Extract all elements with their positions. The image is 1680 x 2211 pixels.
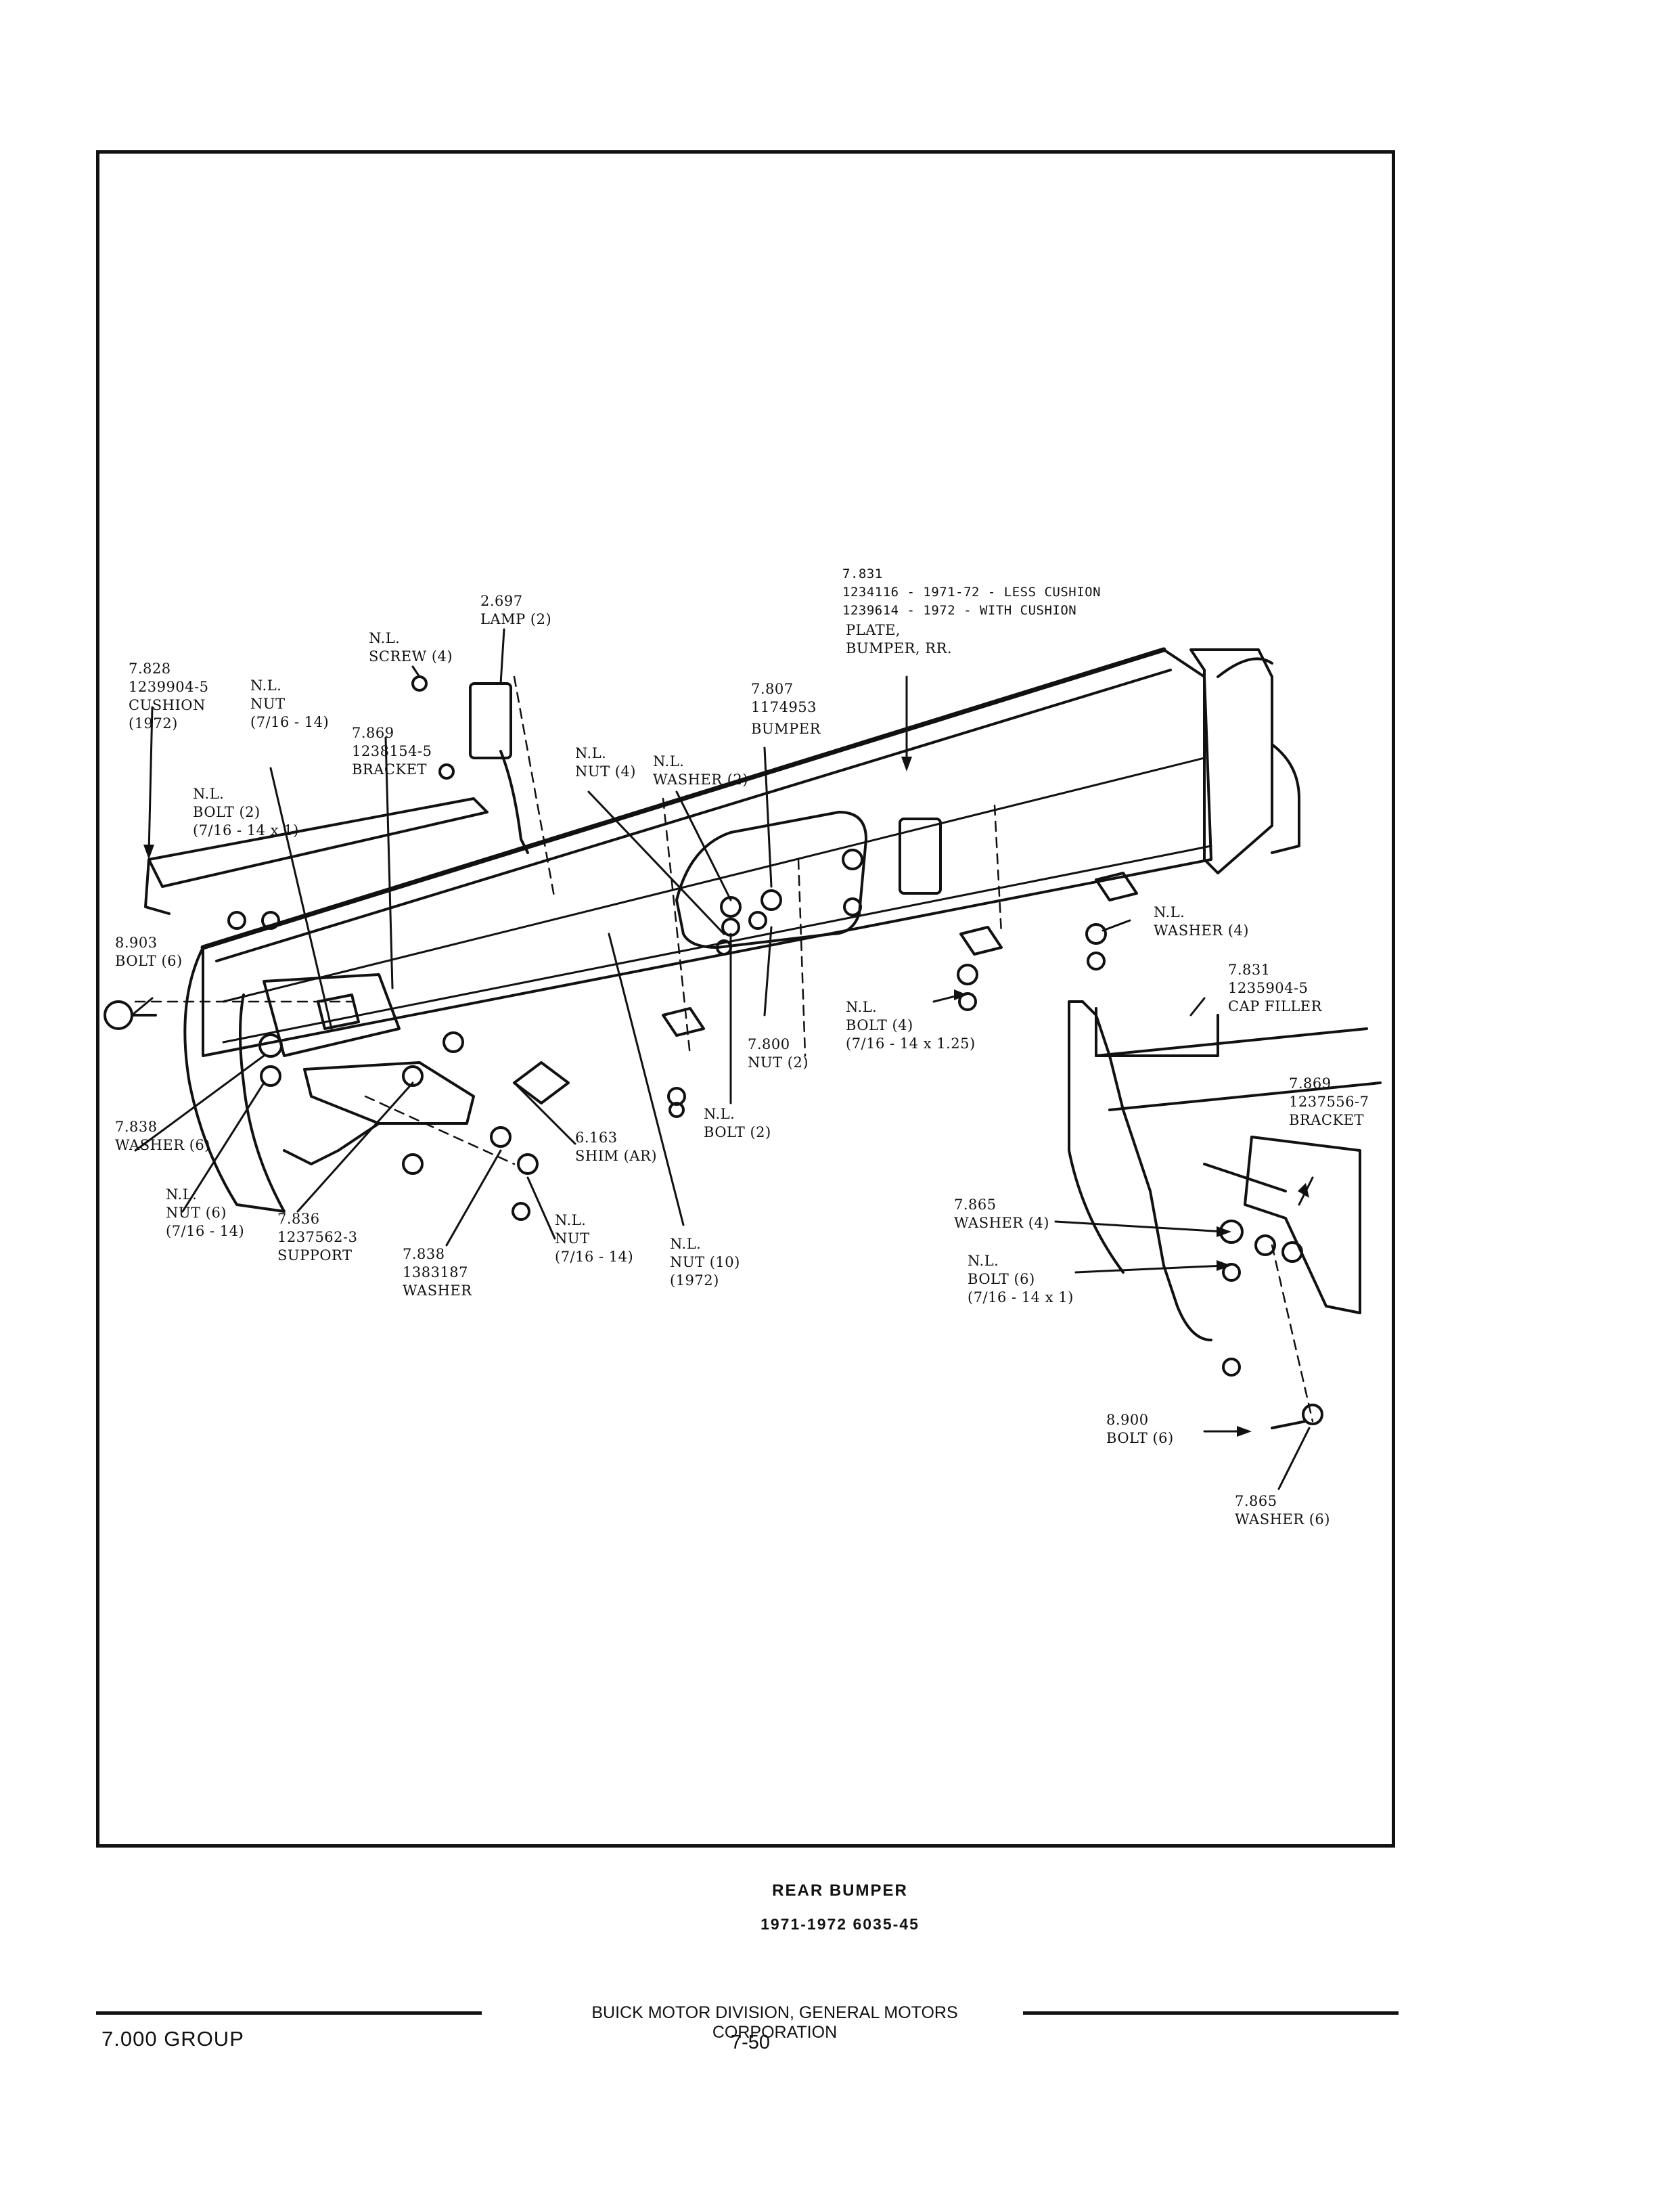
label-7800-number: 7.800 [748, 1036, 790, 1052]
label-7865a-number: 7.865 [954, 1197, 997, 1213]
license-recess [675, 811, 867, 949]
right-lamp [899, 818, 942, 895]
inset-bracket [1244, 1136, 1361, 1314]
footer-rule-left [96, 2011, 482, 2015]
label-bolt2b: BOLT (2) [704, 1124, 771, 1140]
label-7836-part: 1237562-3 [277, 1229, 358, 1245]
footer-group: 7.000 GROUP [101, 2027, 244, 2051]
label-7831cap-cap-filler: CAP FILLER [1228, 998, 1322, 1014]
label-washer4: WASHER (4) [1154, 922, 1249, 939]
label-nut4: NUT (4) [575, 763, 637, 780]
label-7869a-bracket: BRACKET [352, 761, 428, 778]
label-bolt4-nl: N.L. [846, 999, 878, 1015]
label-nut6-size: (7/16 - 14) [166, 1223, 245, 1239]
label-7831-part-a: 1234116 - 1971-72 - LESS CUSHION [842, 585, 1102, 600]
shim [513, 1061, 570, 1104]
cushion-left [147, 797, 489, 888]
label-7831-part-b: 1239614 - 1972 - WITH CUSHION [842, 603, 1077, 618]
footer-division: BUICK MOTOR DIVISION, GENERAL MOTORS COR… [591, 2003, 958, 2042]
label-7838a-washer: WASHER (6) [115, 1137, 210, 1153]
label-nut4-nl: N.L. [575, 745, 607, 761]
label-8900-number: 8.900 [1106, 1412, 1149, 1428]
label-washer4-nl: N.L. [1154, 904, 1185, 920]
label-7869a-part: 1238154-5 [352, 743, 432, 759]
bumper-mid-line [222, 757, 1206, 1003]
label-6163-shim: SHIM (AR) [575, 1148, 658, 1164]
label-nut10: NUT (10) [670, 1254, 740, 1270]
label-7831-bumper-rr: BUMPER, RR. [846, 640, 953, 656]
label-nut: NUT [250, 696, 286, 712]
label-7828-year: (1972) [129, 715, 178, 732]
label-7869b-number: 7.869 [1289, 1075, 1332, 1092]
support-arm [303, 1061, 475, 1125]
diagram-frame [96, 150, 1395, 1848]
label-7831cap-part: 1235904-5 [1228, 980, 1309, 996]
label-nut-size: (7/16 - 14) [250, 714, 330, 730]
bumper-left-end [183, 946, 286, 1213]
bumper-top-edge [200, 647, 1166, 950]
label-screw-nl: N.L. [369, 630, 401, 646]
label-nut6-nl: N.L. [166, 1186, 198, 1203]
label-screw: SCREW (4) [369, 648, 453, 665]
footer-rule-right [1023, 2011, 1399, 2015]
label-washer2: WASHER (2) [653, 772, 748, 788]
label-bolt2-nl: N.L. [193, 786, 225, 802]
label-nut6: NUT (6) [166, 1205, 227, 1221]
label-7831-plate: PLATE, [846, 622, 901, 638]
label-7869a-number: 7.869 [352, 725, 394, 741]
label-bolt2b-nl: N.L. [704, 1106, 735, 1122]
label-8903-bolt: BOLT (6) [115, 953, 183, 969]
label-nut-nl: N.L. [250, 677, 282, 694]
label-bolt4-size: (7/16 - 14 x 1.25) [846, 1035, 976, 1052]
label-nut1416-size: (7/16 - 14) [555, 1249, 634, 1265]
diagram-title: REAR BUMPER [772, 1881, 908, 1900]
label-6163-number: 6.163 [575, 1130, 618, 1146]
inset-bumper-end [1081, 1000, 1212, 1341]
label-7828-number: 7.828 [129, 661, 171, 677]
bumper-bracket-left [263, 973, 401, 1057]
label-nut10-nl: N.L. [670, 1236, 702, 1252]
label-2697-number: 2.697 [480, 593, 523, 609]
right-end-bracket [1189, 648, 1273, 874]
label-nut1416: NUT [555, 1230, 590, 1247]
label-7865b-number: 7.865 [1235, 1493, 1277, 1509]
label-7807-number: 7.807 [751, 681, 794, 697]
label-7807-part: 1174953 [751, 699, 817, 715]
label-7836-support: SUPPORT [277, 1247, 353, 1264]
label-7828-part: 1239904-5 [129, 679, 209, 695]
label-8903-number: 8.903 [115, 935, 158, 951]
label-7800-nut: NUT (2) [748, 1054, 809, 1071]
label-bolt6: BOLT (6) [968, 1271, 1035, 1287]
label-bolt6-size: (7/16 - 14 x 1) [968, 1289, 1074, 1305]
left-lamp [469, 682, 512, 759]
label-bolt4: BOLT (4) [846, 1017, 913, 1033]
footer-page-number: 7-50 [731, 2032, 771, 2053]
label-7831cap-number: 7.831 [1228, 962, 1271, 978]
label-7838b-number: 7.838 [403, 1246, 445, 1262]
label-7807-bumper: BUMPER [751, 721, 821, 737]
label-bolt2: BOLT (2) [193, 804, 260, 820]
diagram-subtitle: 1971-1972 6035-45 [760, 1915, 920, 1933]
label-nut1416-nl: N.L. [555, 1212, 587, 1228]
label-7865a-washer: WASHER (4) [954, 1215, 1049, 1231]
label-7838a-number: 7.838 [115, 1119, 158, 1135]
label-bolt6-nl: N.L. [968, 1253, 999, 1269]
label-7831-plate-number: 7.831 [842, 566, 883, 581]
label-7869b-part: 1237556-7 [1289, 1094, 1369, 1110]
label-7836-number: 7.836 [277, 1211, 320, 1227]
label-2697-lamp: LAMP (2) [480, 611, 552, 627]
label-7865b-washer: WASHER (6) [1235, 1511, 1330, 1527]
label-washer2-nl: N.L. [653, 753, 685, 769]
label-7838b-washer: WASHER [403, 1282, 472, 1299]
label-7838b-part: 1383187 [403, 1264, 469, 1280]
cap-filler [1095, 1007, 1219, 1057]
label-7869b-bracket: BRACKET [1289, 1112, 1365, 1128]
label-7828-cushion: CUSHION [129, 697, 206, 713]
label-8900-bolt: BOLT (6) [1106, 1430, 1174, 1446]
label-bolt2-size: (7/16 - 14 x 1) [193, 822, 299, 839]
label-nut10-year: (1972) [670, 1272, 719, 1289]
bumper-upper-line [215, 669, 1172, 962]
